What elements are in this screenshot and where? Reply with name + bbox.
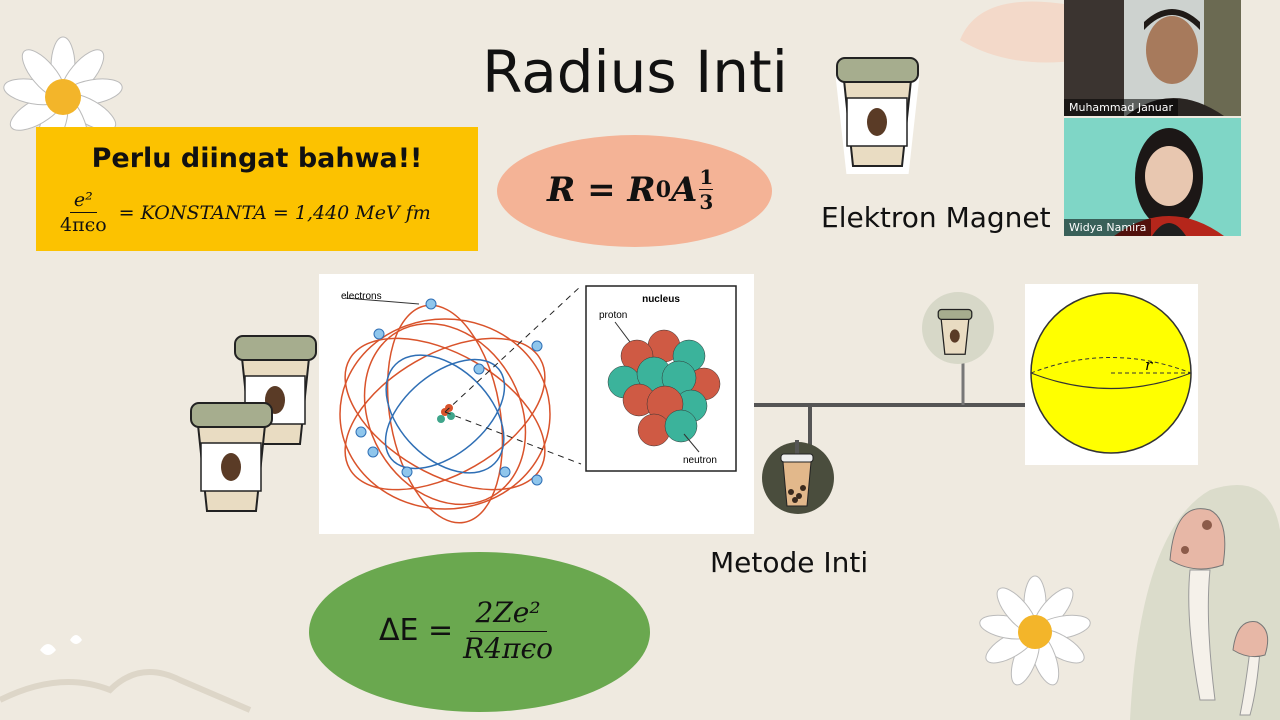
participant-name: Muhammad Januar: [1064, 99, 1179, 116]
fraction: e² 4πϵo: [56, 189, 111, 236]
neutron-label: neutron: [683, 455, 717, 466]
daisy-flower-icon: [3, 36, 123, 155]
energy-denominator: R4πϵo: [463, 632, 553, 665]
energy-fraction: 2Ze² R4πϵo: [463, 596, 553, 665]
note-heading: Perlu diingat bahwa!!: [91, 143, 423, 174]
electron-label: Elektron Magnet: [821, 201, 1051, 234]
fraction-numerator: e²: [69, 189, 97, 213]
decor-blob-top-right: [960, 1, 1080, 63]
coffee-cup-icon: [190, 402, 273, 512]
participant-name: Widya Namira: [1064, 219, 1152, 236]
exponent-fraction: 1 3: [699, 165, 714, 214]
atom-diagram: electrons nucleus proton neutron: [319, 274, 754, 534]
sphere-illustration: r: [1030, 292, 1192, 454]
exponent-denominator: 3: [699, 190, 714, 214]
fraction-denominator: 4πϵo: [60, 214, 107, 236]
formula-lhs: R = R: [547, 169, 656, 210]
energy-numerator: 2Ze²: [469, 596, 547, 632]
energy-formula: ΔE = 2Ze² R4πϵo: [379, 596, 553, 665]
small-coffee-cup-icon: [937, 308, 973, 355]
constant-equation: e² 4πϵo = KONSTANTA = 1,440 MeV fm: [56, 189, 431, 236]
participant-video-2[interactable]: Widya Namira: [1064, 118, 1241, 236]
decor-lines-bottom-left: [0, 635, 252, 713]
mushroom-icon: [1169, 508, 1269, 716]
formula-subscript: 0: [655, 176, 671, 203]
coffee-cup-icon: [835, 57, 920, 174]
sphere-diagram: r: [1025, 284, 1198, 465]
formula-a: A: [671, 169, 698, 210]
atom-illustration: electrons nucleus proton neutron: [339, 285, 737, 524]
daisy-flower-icon: [979, 575, 1091, 686]
nucleus-label: nucleus: [642, 294, 680, 305]
nuclear-method-label: Metode Inti: [710, 546, 869, 579]
constant-value: = KONSTANTA = 1,440 MeV fm: [118, 201, 431, 224]
electrons-label: electrons: [341, 291, 382, 302]
participant-video-1[interactable]: Muhammad Januar: [1064, 0, 1241, 116]
exponent-numerator: 1: [699, 165, 714, 190]
energy-formula-oval: ΔE = 2Ze² R4πϵo: [309, 552, 650, 712]
energy-lhs: ΔE =: [379, 613, 454, 648]
boba-tea-icon: [780, 440, 814, 507]
proton-label: proton: [599, 310, 627, 321]
radius-label: r: [1145, 356, 1153, 374]
slide-title: Radius Inti: [482, 38, 788, 106]
note-box: Perlu diingat bahwa!! e² 4πϵo = KONSTANT…: [36, 127, 478, 251]
